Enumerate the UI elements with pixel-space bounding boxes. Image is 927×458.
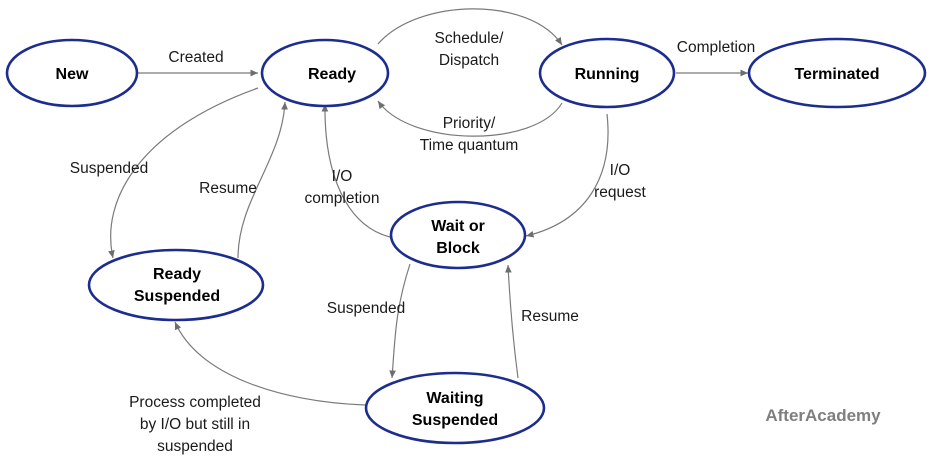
state-waiting-suspended: Waiting Suspended	[364, 371, 546, 445]
state-wait-or-block-label-line2: Block	[436, 240, 480, 257]
label-io-request-line2: request	[594, 184, 646, 201]
state-waiting-suspended-label-line2: Suspended	[412, 412, 498, 429]
state-ready-label: Ready	[308, 66, 356, 83]
label-suspended-from-wait: Suspended	[327, 300, 405, 317]
edge-io-completion	[321, 103, 391, 238]
state-new: New	[5, 38, 139, 108]
label-process-completed-line1: Process completed	[129, 394, 261, 411]
state-running: Running	[538, 37, 676, 109]
label-io-completion-line2: completion	[305, 190, 380, 207]
edge-process-completed-io	[174, 321, 366, 406]
state-terminated: Terminated	[747, 37, 927, 109]
edge-resume-to-ready	[237, 101, 288, 259]
edge-priority-time-quantum	[377, 100, 563, 137]
state-ready-suspended-label-line2: Suspended	[134, 288, 220, 305]
label-priority-time-quantum-line2: Time quantum	[420, 137, 519, 154]
edge-resume-to-wait	[505, 264, 519, 379]
edge-schedule-dispatch	[377, 8, 563, 46]
label-schedule-dispatch-line2: Dispatch	[439, 52, 499, 69]
state-ready: Ready	[260, 38, 390, 108]
edge-suspended-from-wait	[389, 263, 411, 379]
label-io-completion-line1: I/O	[332, 168, 353, 185]
edge-io-request	[525, 113, 609, 238]
label-process-completed-line3: suspended	[157, 438, 233, 455]
label-priority-time-quantum-line1: Priority/	[443, 115, 496, 132]
edges	[108, 8, 748, 406]
state-ready-suspended-label-line1: Ready	[153, 266, 201, 283]
label-io-request-line1: I/O	[610, 162, 631, 179]
label-completion: Completion	[677, 39, 755, 56]
state-wait-or-block-label-line1: Wait or	[431, 218, 485, 235]
state-ready-suspended: Ready Suspended	[87, 248, 265, 322]
state-waiting-suspended-label-line1: Waiting	[426, 390, 483, 407]
state-new-label: New	[56, 66, 89, 83]
state-wait-or-block: Wait or Block	[389, 200, 527, 270]
label-resume-to-wait: Resume	[521, 308, 579, 325]
label-resume-to-ready: Resume	[199, 180, 257, 197]
state-terminated-label: Terminated	[794, 66, 879, 83]
label-suspended-from-ready: Suspended	[70, 160, 148, 177]
label-process-completed-line2: by I/O but still in	[140, 416, 250, 433]
edge-suspended-from-ready	[108, 87, 259, 259]
label-created: Created	[168, 49, 223, 66]
afteracademy-watermark: AfterAcademy	[765, 406, 881, 425]
label-schedule-dispatch-line1: Schedule/	[435, 30, 505, 47]
state-running-label: Running	[575, 66, 640, 83]
edge-labels: Created Schedule/ Dispatch Priority/ Tim…	[70, 30, 755, 455]
